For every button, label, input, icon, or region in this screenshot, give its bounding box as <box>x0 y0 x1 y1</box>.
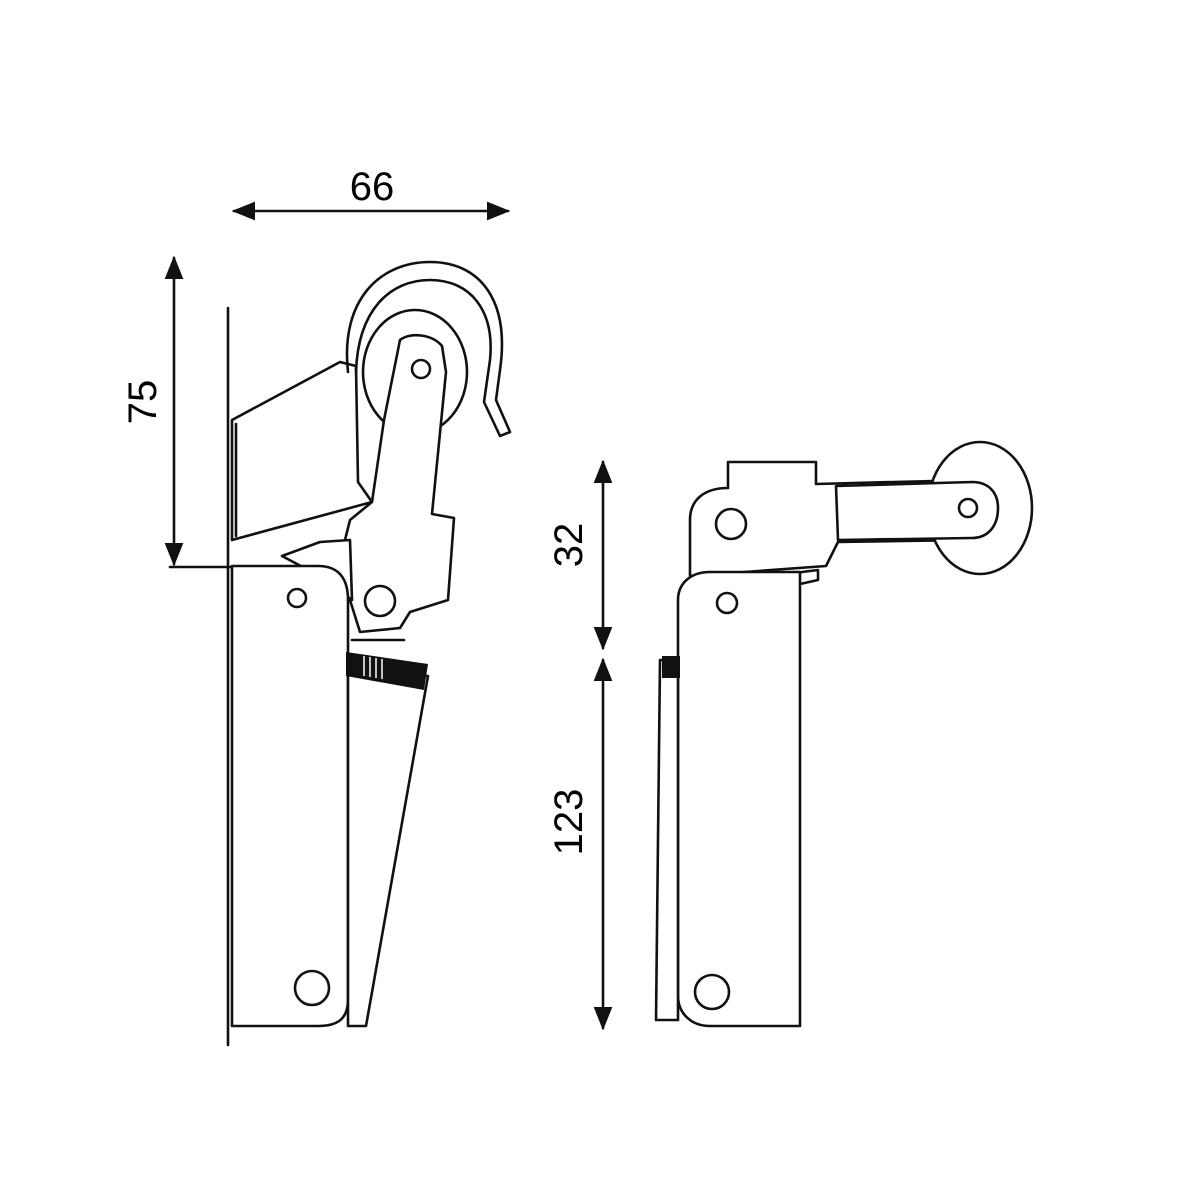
roller-axle-hole <box>957 497 979 519</box>
housing-top-screw <box>286 587 308 609</box>
roller-hood <box>345 260 512 438</box>
folded-plunger-strip <box>654 658 680 1022</box>
folded-top-screw <box>715 591 739 615</box>
label-75: 75 <box>121 380 165 425</box>
dimension-75: 75 <box>121 255 184 567</box>
left-view-door-holder <box>168 260 512 1047</box>
lever-arm-end <box>834 480 1000 542</box>
folded-bottom-screw <box>693 973 731 1011</box>
folded-main-housing <box>676 570 802 1028</box>
label-66: 66 <box>350 165 395 209</box>
dimension-123: 123 <box>547 657 613 1031</box>
plunger-tube <box>346 670 430 1028</box>
upper-bracket-plate <box>230 360 374 542</box>
rubber-foot <box>346 652 428 690</box>
rubber-foot-grip <box>363 656 383 679</box>
right-view-door-holder <box>654 440 1034 1028</box>
lever-pivot-hole <box>410 358 432 380</box>
dimension-32: 32 <box>547 459 613 651</box>
folded-lever-pivot <box>714 507 748 541</box>
label-123: 123 <box>547 789 591 856</box>
dimension-66: 66 <box>231 165 511 221</box>
folded-rubber-foot <box>662 656 680 678</box>
housing-bottom-screw <box>293 969 331 1007</box>
label-32: 32 <box>547 523 591 568</box>
main-housing <box>230 564 350 1028</box>
lever-axle <box>363 584 397 618</box>
